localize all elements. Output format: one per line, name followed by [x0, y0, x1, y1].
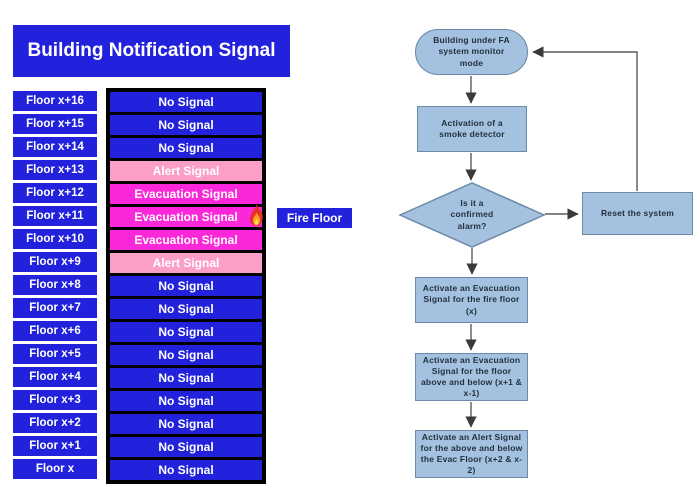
- floor-label: Floor x+11: [13, 206, 97, 226]
- flow-node-reset-system: Reset the system: [582, 192, 693, 235]
- floor-label: Floor x+13: [13, 160, 97, 180]
- signal-cell: No Signal: [110, 391, 262, 411]
- signal-cell: Alert Signal: [110, 161, 262, 181]
- signal-cell: Alert Signal: [110, 253, 262, 273]
- floor-label: Floor x+7: [13, 298, 97, 318]
- signal-cell: No Signal: [110, 460, 262, 480]
- page-title: Building Notification Signal: [13, 25, 290, 77]
- signal-cell: Evacuation Signal: [110, 184, 262, 204]
- floor-label: Floor x+6: [13, 321, 97, 341]
- floor-label: Floor x+14: [13, 137, 97, 157]
- floor-label: Floor x+16: [13, 91, 97, 111]
- floor-label: Floor x+2: [13, 413, 97, 433]
- flow-node-confirm-alarm-label: Is it a confirmed alarm?: [450, 197, 494, 231]
- flow-node-smoke-detector: Activation of a smoke detector: [417, 106, 527, 152]
- flame-icon: [247, 203, 266, 228]
- floor-label: Floor x+5: [13, 344, 97, 364]
- signal-cell: Evacuation Signal: [110, 230, 262, 250]
- signal-cell: No Signal: [110, 299, 262, 319]
- signal-cell: Evacuation Signal: [110, 207, 262, 227]
- floor-label: Floor x: [13, 459, 97, 479]
- fire-floor-label: Fire Floor: [277, 208, 352, 228]
- signal-cell: No Signal: [110, 414, 262, 434]
- signal-cell: No Signal: [110, 92, 262, 112]
- signal-cell: No Signal: [110, 437, 262, 457]
- flow-node-evac-adjacent-floors: Activate an Evacuation Signal for the fl…: [415, 353, 528, 401]
- floor-label: Floor x+10: [13, 229, 97, 249]
- floor-label: Floor x+1: [13, 436, 97, 456]
- floor-label: Floor x+9: [13, 252, 97, 272]
- signal-cell: No Signal: [110, 322, 262, 342]
- flow-node-evac-fire-floor: Activate an Evacuation Signal for the fi…: [415, 277, 528, 323]
- flow-node-start: Building under FA system monitor mode: [415, 29, 528, 75]
- floor-label: Floor x+4: [13, 367, 97, 387]
- floor-label: Floor x+3: [13, 390, 97, 410]
- floor-label: Floor x+8: [13, 275, 97, 295]
- flow-node-alert-adjacent-floors: Activate an Alert Signal for the above a…: [415, 430, 528, 478]
- signal-cell: No Signal: [110, 138, 262, 158]
- signal-cell: No Signal: [110, 276, 262, 296]
- signal-cell: No Signal: [110, 368, 262, 388]
- signal-cell: No Signal: [110, 115, 262, 135]
- floor-label: Floor x+15: [13, 114, 97, 134]
- signal-cell: No Signal: [110, 345, 262, 365]
- floor-label: Floor x+12: [13, 183, 97, 203]
